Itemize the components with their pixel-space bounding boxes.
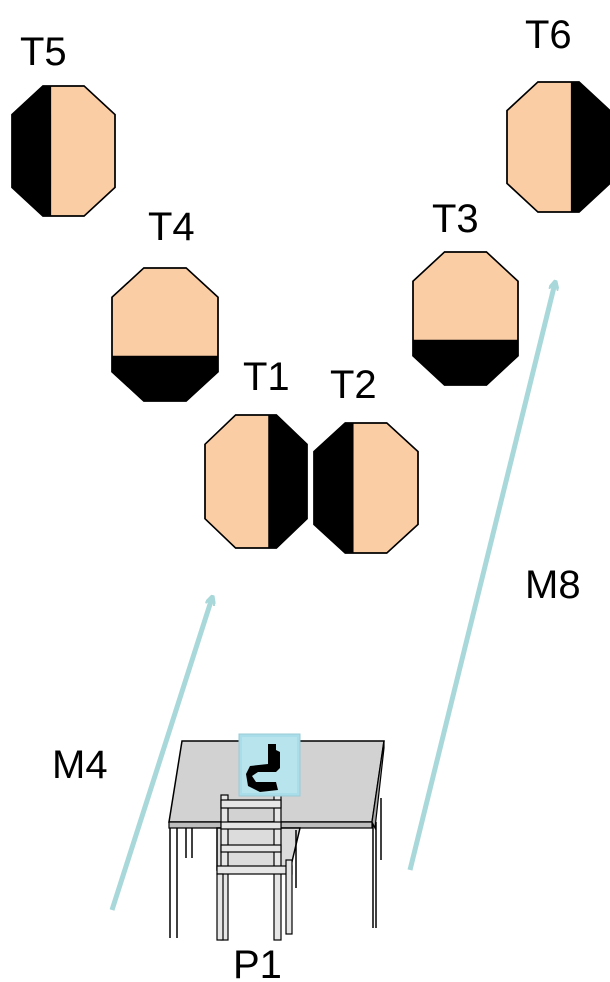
target-black-zone: [12, 86, 52, 216]
target-t4: [111, 267, 219, 402]
target-label-t4: T4: [148, 205, 195, 249]
target-label-t3: T3: [432, 197, 479, 241]
target-outline: [204, 414, 308, 549]
target-t3: [412, 251, 519, 386]
movement-arrows: [109, 283, 555, 911]
target-outline: [313, 422, 419, 554]
target-outline: [11, 85, 116, 217]
target-black-zone: [570, 82, 610, 212]
target-t6: [506, 81, 610, 213]
chair-icon: [216, 794, 301, 941]
target-outline: [111, 267, 219, 402]
target-outline: [412, 251, 519, 386]
target-t2: [313, 422, 419, 554]
target-black-zone: [268, 415, 307, 548]
pistol-icon: [238, 733, 301, 797]
target-label-t1: T1: [243, 355, 290, 399]
position-label-p1: P1: [233, 943, 282, 982]
movement-arrow-m4: [109, 598, 212, 911]
target-t5: [11, 85, 116, 217]
targets-group: [11, 81, 610, 554]
movement-arrow-m8: [407, 283, 555, 871]
target-outline: [506, 81, 610, 213]
target-label-t6: T6: [525, 13, 572, 57]
target-label-t2: T2: [330, 363, 377, 407]
target-black-zone: [314, 423, 354, 553]
movement-label-m4: M4: [52, 743, 108, 787]
movement-label-m8: M8: [525, 563, 581, 607]
target-black-zone: [413, 339, 518, 385]
target-t1: [204, 414, 308, 549]
target-black-zone: [112, 355, 218, 401]
target-label-t5: T5: [20, 30, 67, 74]
